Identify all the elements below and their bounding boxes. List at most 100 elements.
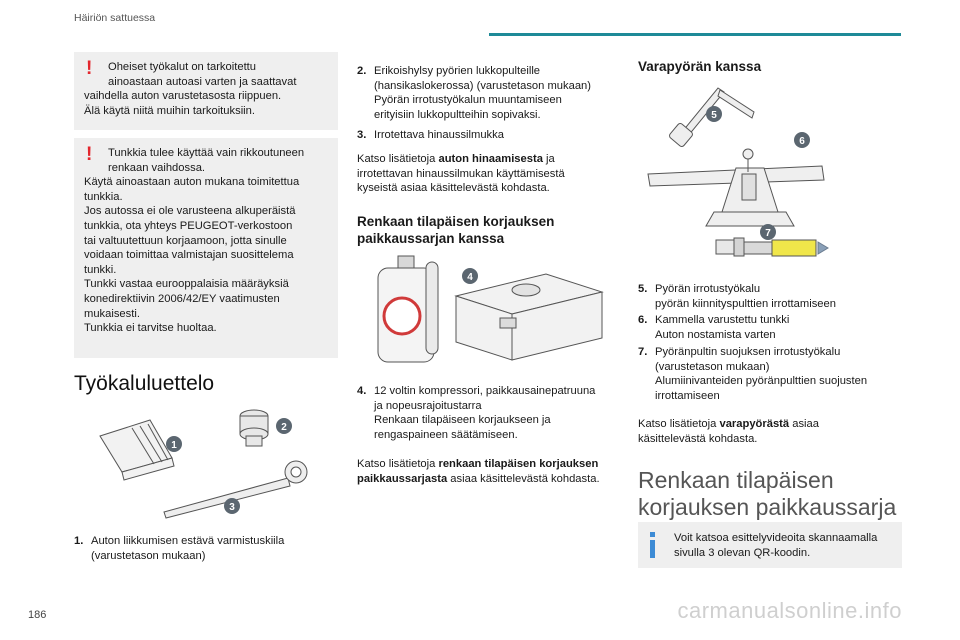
callout-label: 4: [467, 272, 473, 283]
warning-text: vaihdella auton varustetasosta riippuen.: [84, 90, 282, 103]
para-text: käsittelevästä kohdasta.: [638, 432, 758, 445]
watermark: carmanualsonline.info: [677, 598, 902, 623]
callout-label: 2: [281, 422, 287, 433]
warning-text: Älä käytä niitä muihin tarkoituksiin.: [84, 104, 255, 117]
callout-7: 7: [760, 224, 776, 240]
info-text: sivulla 3 olevan QR-koodin.: [674, 546, 811, 559]
jack-illustration: [647, 148, 825, 227]
para-text: Katso lisätietoja: [357, 153, 439, 165]
warning-text: Tunkkia ei tarvitse huoltaa.: [84, 322, 217, 335]
item-text: ja nopeusrajoitustarra: [374, 399, 482, 412]
list-item-4: 4. 12 voltin kompressori, paikkausainepa…: [357, 384, 619, 442]
item-text: erityisiin lukkopultteihin sopivaksi.: [374, 108, 541, 121]
para-bold: varapyörästä: [719, 418, 790, 430]
list-item-7: 7. Pyöränpultin suojuksen irrotustyökalu…: [638, 345, 900, 403]
warning-box-tools: ! Oheiset työkalut on tarkoitettu ainoas…: [74, 52, 338, 130]
paragraph-repair-kit-ref: Katso lisätietoja renkaan tilapäisen kor…: [357, 457, 619, 486]
warning-text: Jos autossa ei ole varusteena alkuperäis…: [84, 205, 296, 218]
item-text: Kammella varustettu tunkki: [655, 314, 790, 326]
heading-line: paikkaussarjan kanssa: [357, 231, 505, 246]
callout-label: 6: [799, 136, 805, 147]
heading-line: Renkaan tilapäisen: [638, 467, 834, 493]
item-text: irrottamiseen: [655, 389, 720, 402]
item-text: Pyöränpultin suojuksen irrotustyökalu: [655, 346, 841, 358]
warning-text: tai valtuutettuun korjaamoon, jotta sinu…: [84, 234, 287, 247]
callout-1: 1: [166, 436, 182, 452]
para-text: ja: [542, 153, 555, 165]
warning-text: Tunkki vastaa eurooppalaisia määräyksiä: [84, 278, 289, 291]
info-box-videos: Voit katsoa esittelyvideoita skannaamall…: [638, 522, 902, 568]
para-bold: paikkaussarjasta: [357, 472, 448, 485]
figure-tools-1-3: 1 2 3: [99, 409, 308, 519]
warning-text: renkaan vaihdossa.: [108, 161, 206, 174]
para-bold: renkaan tilapäisen korjauksen: [438, 458, 599, 470]
warning-text: mukaisesti.: [84, 307, 140, 320]
callout-4: 4: [462, 268, 478, 284]
heading-repair-kit: Renkaan tilapäisen korjauksen paikkaussa…: [357, 213, 619, 247]
item-text: Erikoishylsy pyörien lukkopulteille: [374, 65, 541, 77]
warning-text: tunkkia.: [84, 190, 123, 203]
para-bold: auton hinaamisesta: [438, 153, 543, 165]
item-number: 7.: [638, 346, 648, 358]
figure-tools-5-7: 5 6 7: [647, 87, 829, 257]
item-text: Renkaan tilapäiseen korjaukseen ja: [374, 414, 551, 427]
item-text: Pyörän irrotustyökalu: [655, 283, 761, 295]
item-text: (hansikaslokerossa) (varustetason mukaan…: [374, 79, 592, 92]
wheel-chock-illustration: [99, 419, 175, 481]
heading-line: Renkaan tilapäisen korjauksen: [357, 214, 555, 229]
paragraph-spare-wheel-ref: Katso lisätietoja varapyörästä asiaa käs…: [638, 417, 900, 446]
item-text: (varustetason mukaan): [655, 360, 770, 373]
list-item-3: 3. Irrotettava hinaussilmukka: [357, 128, 619, 143]
warning-text: ainoastaan autoasi varten ja saattavat: [108, 75, 297, 88]
list-item-6: 6. Kammella varustettu tunkki Auton nost…: [638, 313, 900, 342]
callout-3: 3: [224, 498, 240, 514]
callout-2: 2: [276, 418, 292, 434]
sealant-cartridge-illustration: [377, 255, 439, 363]
item-text: Auton nostamista varten: [655, 328, 776, 341]
para-text: asiaa: [789, 418, 819, 430]
item-number: 6.: [638, 314, 648, 326]
callout-5: 5: [706, 106, 722, 122]
para-text: kyseistä asiaa käsittelevästä kohdasta.: [357, 182, 550, 195]
warning-text: Käytä ainoastaan auton mukana toimitettu…: [84, 176, 300, 189]
warning-box-jack: ! Tunkkia tulee käyttää vain rikkoutunee…: [74, 138, 338, 358]
lock-socket-illustration: [239, 409, 269, 447]
item-number: 2.: [357, 65, 367, 77]
list-item-5: 5. Pyörän irrotustyökalu pyörän kiinnity…: [638, 282, 900, 311]
item-number: 4.: [357, 385, 367, 397]
info-icon: [650, 532, 655, 558]
warning-text: voidaan toimittaa valmistajan suosittele…: [84, 249, 294, 262]
warning-text: konedirektiivin 2006/42/EY vaatimusten: [84, 292, 280, 305]
item-text: Irrotettava hinaussilmukka: [374, 129, 504, 141]
warning-icon: !: [86, 58, 93, 79]
callout-label: 7: [765, 228, 771, 239]
item-text: 12 voltin kompressori, paikkausainepatru…: [374, 385, 596, 397]
warning-text: tunkki.: [84, 263, 117, 276]
item-number: 3.: [357, 129, 367, 141]
header-rule: [489, 33, 901, 36]
wheel-brace-illustration: [669, 87, 755, 147]
section-title: Häiriön sattuessa: [74, 12, 156, 24]
item-text: Pyörän irrotustyökalun muuntamiseen: [374, 94, 562, 107]
bolt-cover-tool-illustration: [715, 237, 829, 257]
paragraph-towing-ref: Katso lisätietoja auton hinaamisesta ja …: [357, 152, 619, 196]
warning-text: Oheiset työkalut on tarkoitettu: [108, 61, 257, 73]
item-number: 5.: [638, 283, 648, 295]
item-number: 1.: [74, 535, 84, 547]
towing-eye-illustration: [163, 460, 308, 519]
heading-tool-list: Työkaluluettelo: [74, 372, 215, 395]
heading-spare-wheel: Varapyörän kanssa: [638, 59, 762, 74]
list-item-1: 1. Auton liikkumisen estävä varmistuskii…: [74, 534, 338, 563]
heading-line: korjauksen paikkaussarja: [638, 494, 897, 520]
warning-icon: !: [86, 144, 93, 165]
callout-label: 5: [711, 110, 717, 121]
page-number: 186: [28, 609, 47, 621]
heading-repair-kit-section: Renkaan tilapäisen korjauksen paikkaussa…: [638, 467, 908, 521]
para-text: irrotettavan hinaussilmukan käyttämisest…: [357, 167, 565, 180]
para-text: Katso lisätietoja: [638, 418, 720, 430]
warning-text: tunkkia, ota yhteys PEUGEOT-verkostoon: [84, 219, 293, 232]
compressor-illustration: [454, 273, 604, 361]
item-text: rengaspaineen säätämiseen.: [374, 428, 518, 441]
para-text: Katso lisätietoja: [357, 458, 439, 470]
item-text: (varustetason mukaan): [91, 549, 206, 562]
